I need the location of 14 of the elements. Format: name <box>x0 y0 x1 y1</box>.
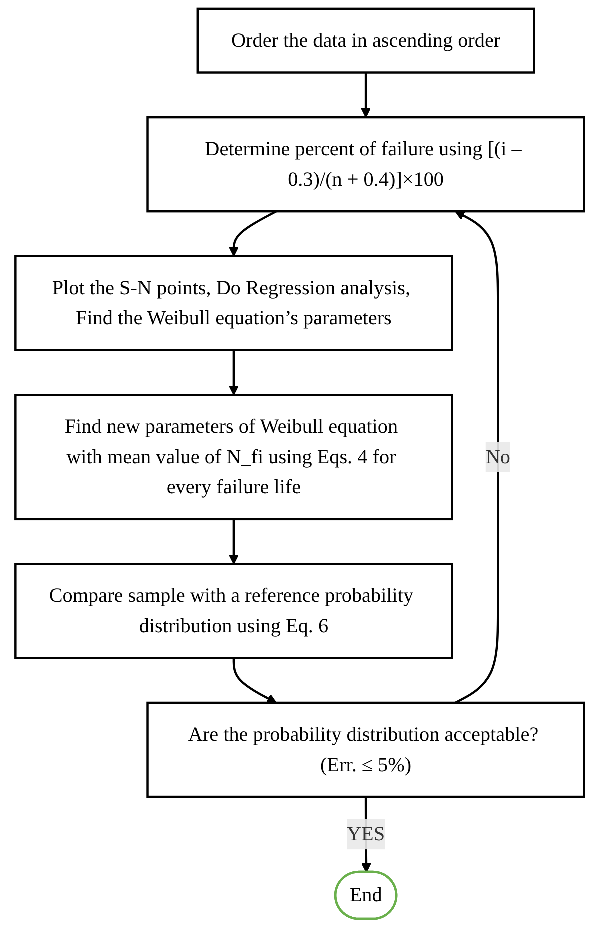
arrow <box>229 210 278 257</box>
arrow <box>229 350 239 396</box>
edge-label: YES <box>347 822 386 846</box>
arrow <box>229 519 239 565</box>
arrow <box>361 72 371 118</box>
node-box: Are the probability distribution acceptable? (Err. ≤ 5%) <box>146 702 586 798</box>
edge-label: No <box>486 446 510 468</box>
node-box: Find new parameters of Weibull equation with mean value of N_fi using Eqs. 4 for every failure life <box>14 394 454 521</box>
arrow <box>232 658 278 704</box>
arrow <box>455 211 500 704</box>
node-box: Determine percent of failure using [(i – 0.3)/(n + 0.4)]×100 <box>146 116 586 213</box>
node-box: Order the data in ascending order <box>196 8 536 74</box>
node-box: Compare sample with a reference probability distribution using Eq. 6 <box>14 563 454 660</box>
node-box: Plot the S-N points, Do Regression analysis, Find the Weibull equation’s parameters <box>14 255 454 352</box>
